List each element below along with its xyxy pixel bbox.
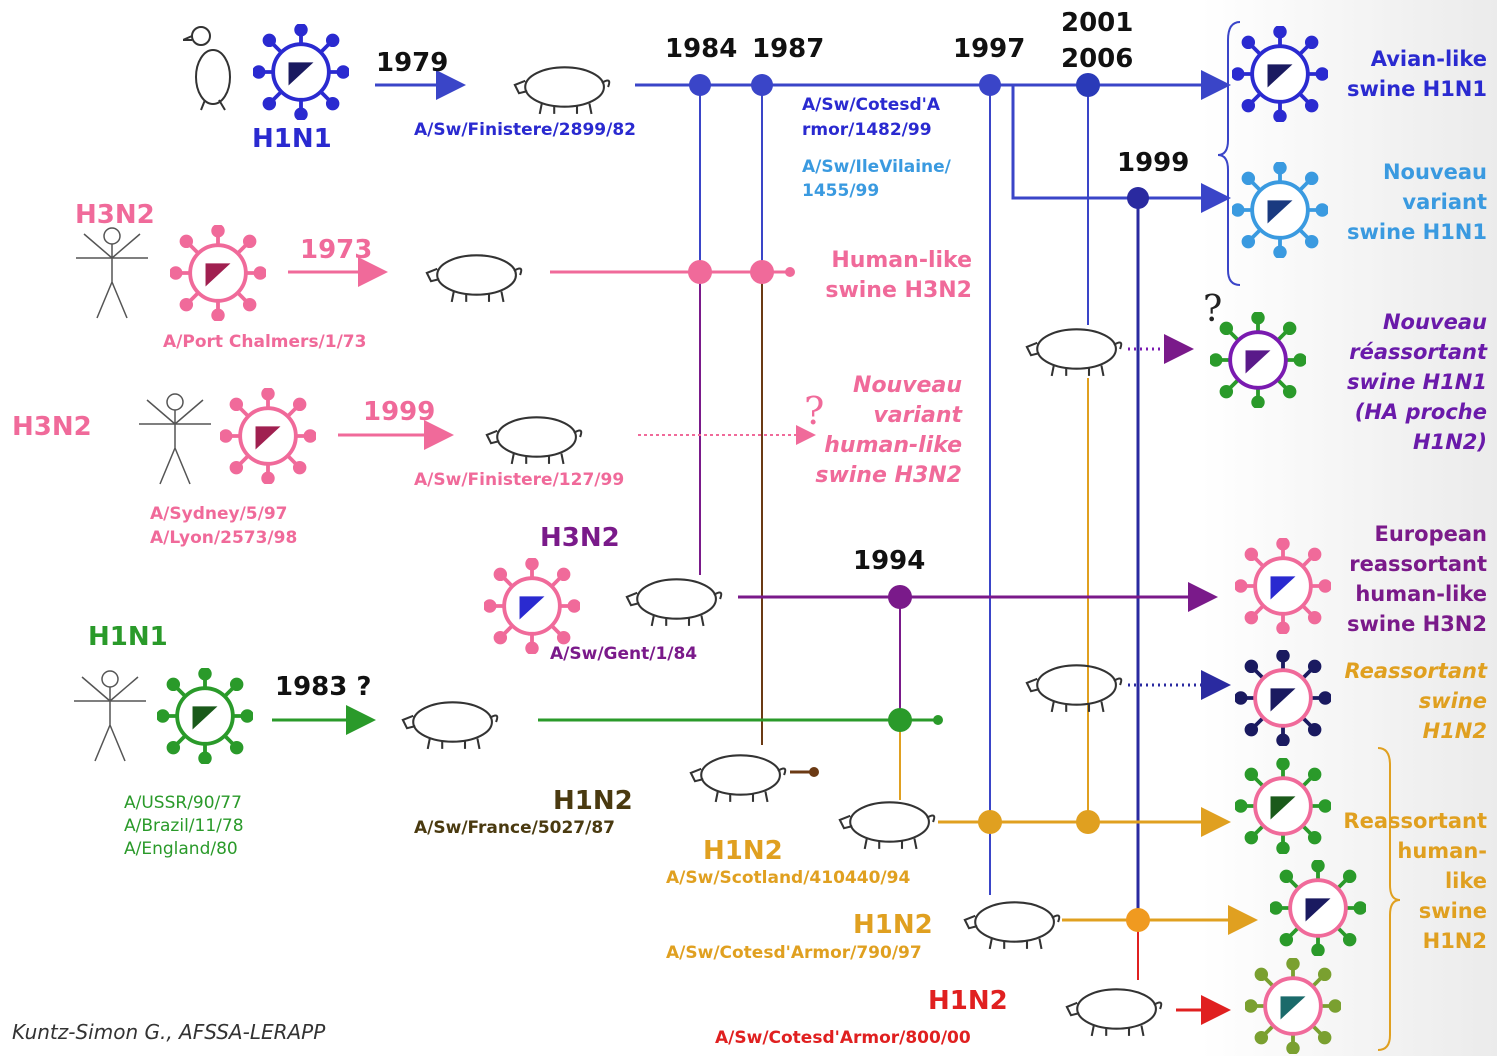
subtype-h3n2-1999: H3N2	[12, 412, 92, 442]
year-1999-blue: 1999	[1117, 148, 1190, 178]
pig-icon	[1025, 664, 1123, 713]
virus-icon	[1232, 26, 1328, 122]
subtype-h1n2-france: H1N2	[553, 786, 633, 816]
strain-england: A/England/80	[124, 839, 238, 859]
virus-icon	[1232, 162, 1328, 258]
virus-icon	[1210, 312, 1306, 408]
strain-sydney: A/Sydney/5/97	[150, 504, 288, 524]
strain-lyon: A/Lyon/2573/98	[150, 528, 298, 548]
question-mark: ?	[804, 389, 825, 433]
virus-icon	[220, 388, 316, 484]
subtype-h1n2-scotland: H1N2	[703, 836, 783, 866]
pig-icon	[625, 578, 723, 627]
year-2006: 2006	[1061, 44, 1134, 74]
year-1984: 1984	[665, 34, 738, 64]
virus-icon	[1245, 958, 1341, 1054]
pig-icon	[513, 66, 611, 115]
strain-scotland: A/Sw/Scotland/410440/94	[666, 868, 911, 888]
credit: Kuntz-Simon G., AFSSA-LERAPP	[12, 1020, 326, 1044]
human-icon	[74, 670, 146, 762]
year-1987: 1987	[752, 34, 825, 64]
subtype-h1n2-cotesdarmor-97: H1N2	[853, 910, 933, 940]
strain-cotesdarmor-00: A/Sw/Cotesd'Armor/800/00	[715, 1028, 971, 1048]
pig-icon	[1025, 328, 1123, 377]
year-1997: 1997	[953, 34, 1026, 64]
subtype-h3n2-1973: H3N2	[75, 200, 155, 230]
subtype-h1n1-human: H1N1	[88, 622, 168, 652]
subtype-h3n2-gent: H3N2	[540, 523, 620, 553]
junction-dots	[688, 73, 1150, 932]
human-icon	[76, 227, 148, 319]
strain-brazil: A/Brazil/11/78	[124, 816, 244, 836]
line-nouveau-variant-h1n1	[1011, 85, 1231, 213]
pig-icon	[1065, 988, 1163, 1037]
pig-icon	[401, 701, 499, 750]
pig-icon	[425, 254, 523, 303]
virus-icon	[1270, 860, 1366, 956]
strain-ussr: A/USSR/90/77	[124, 793, 242, 813]
strain-finistere-99: A/Sw/Finistere/127/99	[414, 470, 625, 490]
strain-cotesdarmor-97: A/Sw/Cotesd'Armor/790/97	[666, 943, 922, 963]
strain-gent: A/Sw/Gent/1/84	[550, 644, 698, 664]
year-1983: 1983 ?	[275, 672, 372, 702]
strain-ilevilaine-line1: A/Sw/IleVilaine/	[802, 157, 951, 177]
strain-port-chalmers: A/Port Chalmers/1/73	[163, 332, 367, 352]
pig-icon	[485, 416, 583, 465]
year-1994: 1994	[853, 546, 926, 576]
question-mark: ?	[1203, 289, 1223, 330]
virus-icon	[1235, 758, 1331, 854]
brace-bottom	[1377, 747, 1401, 1051]
strain-ilevilaine-line2: 1455/99	[802, 181, 880, 201]
virus-icon	[1235, 650, 1331, 746]
virus-icon	[253, 24, 349, 120]
subtype-h1n2-cotesdarmor-00: H1N2	[928, 986, 1008, 1016]
brace-top	[1217, 21, 1241, 286]
year-1979: 1979	[376, 48, 449, 78]
pig-icon	[689, 754, 787, 803]
pig-icon	[838, 801, 936, 850]
bird-icon	[183, 26, 231, 111]
human-icon	[139, 393, 211, 485]
subtype-h1n1-avian: H1N1	[252, 124, 332, 154]
virus-icon	[170, 225, 266, 321]
year-1973: 1973	[300, 235, 373, 265]
strain-cotesdarmor-99-line2: rmor/1482/99	[802, 120, 932, 140]
year-1999-pink: 1999	[363, 397, 436, 427]
strain-cotesdarmor-99-line1: A/Sw/Cotesd'A	[802, 95, 940, 115]
virus-icon	[1235, 538, 1331, 634]
virus-icon	[484, 558, 580, 654]
virus-icon	[157, 668, 253, 764]
pig-icon	[963, 901, 1061, 950]
strain-france: A/Sw/France/5027/87	[414, 818, 616, 838]
year-2001: 2001	[1061, 8, 1134, 38]
strain-finistere-82: A/Sw/Finistere/2899/82	[414, 120, 636, 140]
